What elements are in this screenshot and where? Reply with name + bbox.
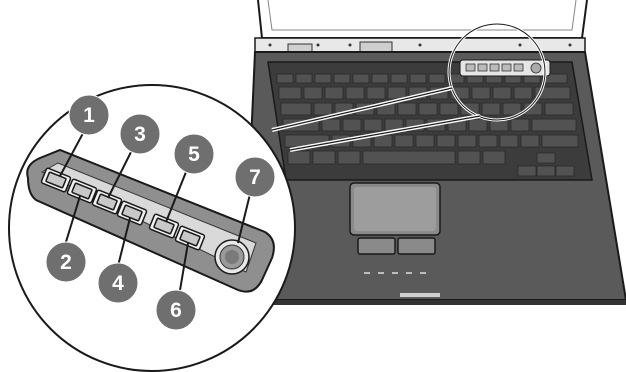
zoom-inset: [8, 84, 296, 372]
callout-number: 3: [134, 123, 146, 146]
callout-1: 1: [68, 94, 110, 136]
button-1[interactable]: [40, 167, 72, 193]
hinge-strip: [254, 37, 586, 54]
callout-layer: 1 2 3 4 5 6 7: [45, 94, 276, 331]
callout-7: 7: [234, 156, 276, 198]
callout-number: 2: [60, 251, 72, 274]
laptop-media-strip: [459, 59, 551, 77]
laptop-screen: [257, 0, 588, 39]
status-lights: [364, 272, 426, 274]
touchpad: [349, 182, 441, 255]
keyboard: [267, 61, 593, 181]
callout-4: 4: [97, 262, 139, 304]
callout-5: 5: [173, 133, 215, 175]
callout-6: 6: [155, 289, 197, 331]
callout-number: 4: [112, 272, 124, 295]
callout-number: 1: [83, 104, 95, 127]
callout-3: 3: [119, 113, 161, 155]
callout-number: 5: [188, 143, 200, 166]
callout-2: 2: [45, 241, 87, 283]
callout-number: 6: [170, 299, 182, 322]
callout-number: 7: [249, 166, 261, 189]
round-dial[interactable]: [214, 239, 250, 275]
